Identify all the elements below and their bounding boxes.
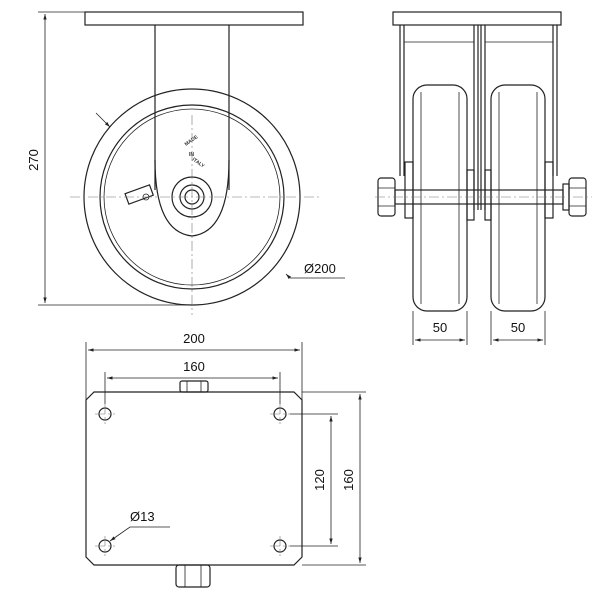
- side-view: MADE IN ITALY 270 Ø200: [26, 11, 345, 315]
- plate-length-label: 160: [341, 469, 356, 491]
- wheel-width-left-label: 50: [433, 320, 447, 335]
- front-view: 50 50: [375, 11, 592, 345]
- axle-lock-tab: [124, 184, 155, 205]
- top-nut: [179, 380, 209, 393]
- hole-diameter-leader: [109, 526, 170, 542]
- stamp-line-2: IN: [189, 152, 194, 158]
- base-plate: [85, 391, 303, 566]
- top-plate-front: [392, 11, 562, 26]
- bolt-spacing-y-label: 120: [312, 469, 327, 491]
- hub-stamp: MADE IN ITALY: [184, 134, 206, 170]
- top-view: 200 160 120 160 Ø13: [85, 331, 366, 588]
- height-dimension-label: 270: [26, 149, 41, 171]
- wheel-tread-inner: [99, 104, 285, 290]
- wheel-diameter-label: Ø200: [304, 261, 336, 276]
- diameter-leader: [285, 273, 292, 280]
- bottom-nut: [175, 564, 211, 588]
- top-plate-side: [84, 11, 304, 26]
- plate-width-label: 200: [183, 331, 205, 346]
- bolt-spacing-x-label: 160: [183, 359, 205, 374]
- stamp-line-3: ITALY: [191, 157, 206, 170]
- hole-diameter-label: Ø13: [130, 509, 155, 524]
- wheel-width-right-label: 50: [511, 320, 525, 335]
